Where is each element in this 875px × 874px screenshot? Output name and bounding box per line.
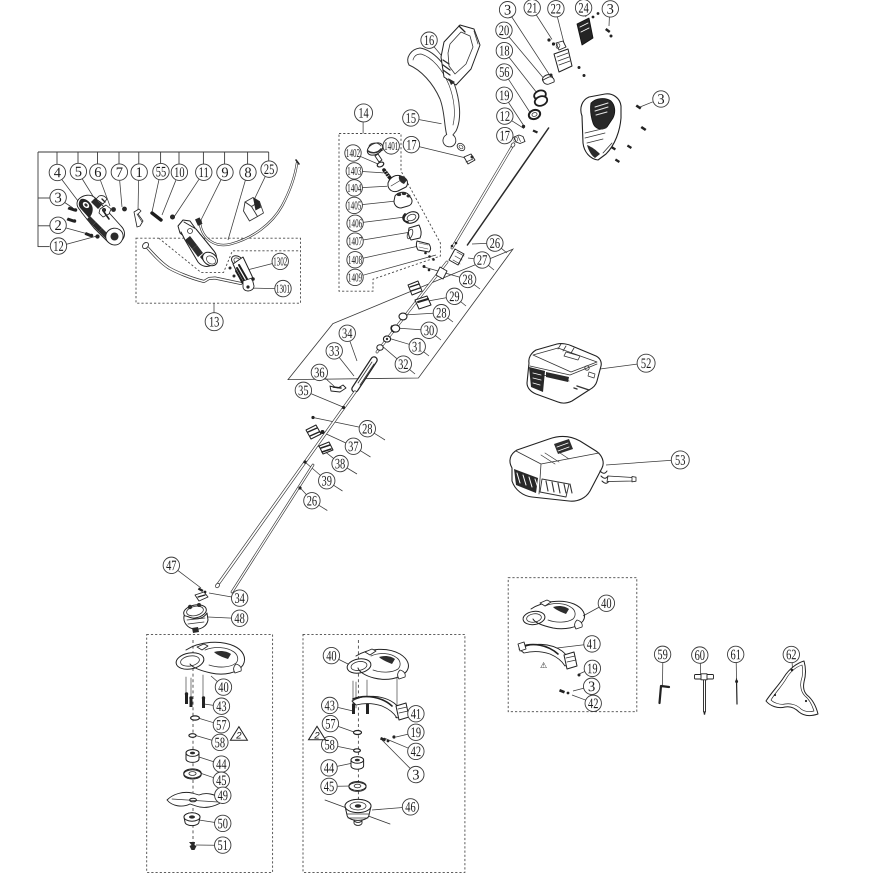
svg-text:14: 14: [358, 106, 369, 122]
svg-text:21: 21: [527, 1, 537, 17]
svg-text:1404: 1404: [347, 181, 361, 195]
svg-text:34: 34: [342, 326, 353, 342]
svg-text:2: 2: [235, 731, 242, 742]
svg-text:44: 44: [324, 761, 335, 777]
svg-text:57: 57: [325, 716, 335, 732]
svg-text:1407: 1407: [348, 234, 362, 248]
svg-text:28: 28: [436, 305, 446, 321]
svg-text:7: 7: [116, 165, 123, 181]
svg-text:34: 34: [234, 591, 245, 607]
svg-text:13: 13: [209, 314, 219, 330]
svg-text:40: 40: [218, 680, 228, 696]
svg-text:17: 17: [406, 137, 416, 153]
svg-text:51: 51: [218, 838, 228, 854]
svg-text:19: 19: [499, 88, 509, 104]
svg-text:41: 41: [411, 707, 421, 723]
svg-text:44: 44: [216, 757, 227, 773]
svg-text:53: 53: [675, 453, 685, 469]
svg-text:40: 40: [601, 596, 611, 612]
svg-text:45: 45: [324, 779, 334, 795]
svg-text:28: 28: [362, 421, 372, 437]
svg-text:41: 41: [587, 637, 597, 653]
svg-text:26: 26: [307, 494, 317, 510]
svg-text:19: 19: [411, 725, 421, 741]
svg-text:30: 30: [424, 323, 434, 339]
svg-text:1408: 1408: [348, 253, 362, 267]
svg-text:36: 36: [314, 365, 324, 381]
svg-text:25: 25: [264, 162, 274, 178]
svg-text:43: 43: [216, 699, 226, 715]
svg-text:45: 45: [216, 773, 226, 789]
svg-text:37: 37: [348, 439, 358, 455]
svg-text:1403: 1403: [347, 164, 361, 178]
svg-text:49: 49: [218, 788, 228, 804]
svg-text:3: 3: [412, 767, 419, 783]
svg-text:61: 61: [730, 647, 740, 663]
svg-text:40: 40: [326, 648, 336, 664]
svg-text:58: 58: [324, 737, 334, 753]
svg-text:33: 33: [329, 344, 339, 360]
svg-text:1301: 1301: [276, 282, 290, 296]
svg-text:60: 60: [695, 648, 705, 664]
svg-text:12: 12: [53, 239, 63, 255]
svg-text:28: 28: [462, 272, 472, 288]
svg-text:38: 38: [335, 456, 345, 472]
svg-text:32: 32: [398, 357, 408, 373]
svg-text:48: 48: [234, 611, 244, 627]
svg-text:42: 42: [411, 744, 421, 760]
svg-text:56: 56: [499, 65, 509, 81]
svg-text:1402: 1402: [346, 146, 360, 160]
svg-text:17: 17: [500, 128, 510, 144]
svg-text:3: 3: [504, 2, 511, 18]
svg-text:42: 42: [588, 696, 598, 712]
svg-text:9: 9: [221, 165, 228, 181]
svg-text:1406: 1406: [348, 216, 362, 230]
svg-text:1409: 1409: [348, 270, 362, 284]
svg-text:1405: 1405: [347, 198, 361, 212]
svg-text:27: 27: [477, 253, 487, 269]
svg-text:58: 58: [215, 735, 225, 751]
svg-text:2: 2: [54, 218, 61, 234]
svg-text:22: 22: [551, 2, 561, 18]
svg-text:3: 3: [657, 92, 664, 108]
svg-text:5: 5: [75, 164, 82, 180]
svg-text:50: 50: [218, 816, 228, 832]
svg-text:3: 3: [54, 190, 61, 206]
svg-text:1401: 1401: [384, 139, 398, 153]
svg-text:12: 12: [500, 109, 510, 125]
svg-text:4: 4: [54, 165, 62, 181]
svg-text:62: 62: [786, 647, 796, 663]
svg-text:55: 55: [156, 164, 166, 180]
svg-text:31: 31: [412, 339, 422, 355]
svg-text:52: 52: [641, 356, 651, 372]
svg-text:3: 3: [607, 2, 614, 18]
svg-text:20: 20: [499, 23, 509, 39]
svg-text:11: 11: [199, 165, 209, 181]
svg-text:39: 39: [322, 474, 332, 490]
svg-text:59: 59: [657, 647, 667, 663]
svg-text:24: 24: [578, 1, 589, 17]
svg-text:8: 8: [244, 165, 251, 181]
svg-text:57: 57: [216, 718, 226, 734]
svg-text:29: 29: [449, 289, 459, 305]
svg-text:46: 46: [405, 800, 415, 816]
svg-text:1: 1: [136, 165, 143, 181]
svg-text:3: 3: [588, 679, 595, 695]
svg-text:35: 35: [298, 383, 308, 399]
svg-text:18: 18: [499, 43, 509, 59]
svg-text:26: 26: [490, 236, 500, 252]
svg-text:19: 19: [587, 661, 597, 677]
svg-text:47: 47: [166, 558, 176, 574]
svg-text:10: 10: [174, 165, 184, 181]
svg-text:15: 15: [406, 111, 416, 127]
svg-text:6: 6: [94, 165, 101, 181]
svg-text:⚠: ⚠: [540, 661, 547, 670]
svg-text:1302: 1302: [273, 254, 287, 268]
svg-text:16: 16: [424, 33, 434, 49]
svg-text:2: 2: [313, 730, 320, 741]
svg-text:43: 43: [325, 698, 335, 714]
